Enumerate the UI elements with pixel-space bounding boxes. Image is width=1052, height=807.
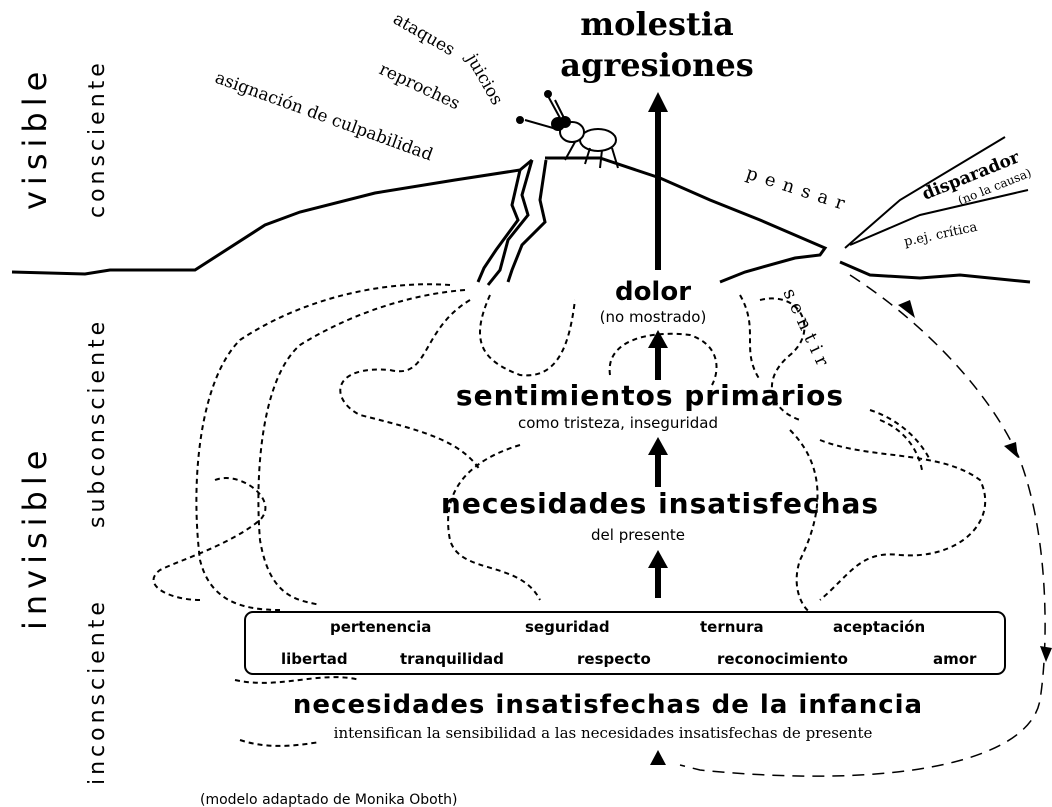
crack-left-inner <box>506 159 548 283</box>
layer-sentimientos-sub: como tristeza, inseguridad <box>518 414 718 432</box>
arrow-up-3-head <box>648 550 668 568</box>
needs-box <box>244 611 1006 675</box>
label-consciente: consciente <box>85 59 110 218</box>
layer-dolor: dolor <box>615 277 691 307</box>
layer-sentimientos: sentimientos primarios <box>456 379 844 412</box>
trigger-line-1 <box>844 136 1006 249</box>
label-juicios: juicios <box>461 49 507 109</box>
need-item: libertad <box>281 650 348 668</box>
title-molestia: molestia <box>580 5 733 43</box>
label-reproches: reproches <box>376 59 463 114</box>
label-ataques: ataques <box>390 9 459 60</box>
needs-row-1: pertenencia seguridad ternura aceptación <box>330 618 925 636</box>
crack-left <box>486 159 534 286</box>
label-subconsciente: subconsciente <box>85 318 110 528</box>
label-visible: visible <box>16 66 54 210</box>
surface-line <box>11 158 533 276</box>
feedback-arrowhead-3 <box>1040 646 1052 662</box>
label-ejemplo: p.ej. crítica <box>903 220 979 250</box>
layer-no-mostrado: (no mostrado) <box>600 308 707 326</box>
layer-necesidades: necesidades insatisfechas <box>441 487 879 520</box>
dashed-roots <box>152 283 987 747</box>
trigger-line-2 <box>849 189 1029 246</box>
credit: (modelo adaptado de Monika Oboth) <box>200 792 458 807</box>
label-sentir: sentir <box>778 285 835 375</box>
need-item: amor <box>933 650 977 668</box>
need-item: pertenencia <box>330 618 431 636</box>
label-pensar: pensar <box>743 163 854 217</box>
arrow-up-2-head <box>648 437 668 455</box>
arrow-up-1-head <box>648 330 668 348</box>
need-item: ternura <box>700 618 764 636</box>
needs-row-2: libertad tranquilidad respecto reconocim… <box>281 650 977 668</box>
arrow-up-4-head <box>650 750 666 765</box>
need-item: reconocimiento <box>717 650 848 668</box>
feedback-arrowhead-2 <box>1004 442 1018 458</box>
need-item: seguridad <box>525 618 610 636</box>
need-item: respecto <box>577 650 651 668</box>
title-agresiones: agresiones <box>560 46 753 84</box>
surface-line-right <box>545 156 828 284</box>
main-arrow-head <box>648 92 668 112</box>
surface-line-far-right <box>839 260 1031 284</box>
feedback-arrowhead-1 <box>898 300 915 318</box>
label-inconsciente: inconsciente <box>85 598 110 785</box>
infancia-title: necesidades insatisfechas de la infancia <box>293 690 923 720</box>
feedback-arrow <box>679 274 1046 777</box>
label-invisible: invisible <box>16 445 54 630</box>
crack-left-2 <box>476 169 522 283</box>
need-item: tranquilidad <box>400 650 504 668</box>
ant-icon <box>516 90 619 169</box>
infancia-subtitle: intensifican la sensibilidad a las neces… <box>334 724 873 742</box>
layer-necesidades-sub: del presente <box>591 526 685 544</box>
need-item: aceptación <box>833 618 925 636</box>
